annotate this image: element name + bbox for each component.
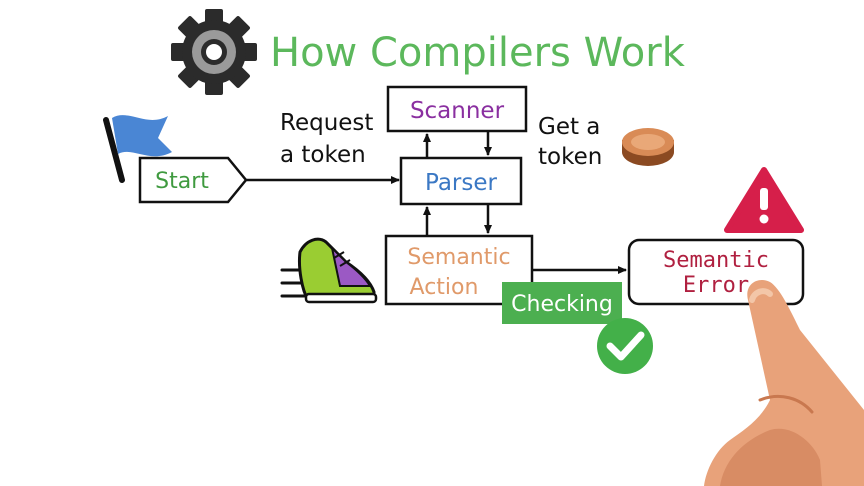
- scanner-label: Scanner: [410, 98, 505, 124]
- parser-label: Parser: [425, 170, 498, 196]
- semantic-action-label-line1: Semantic: [407, 245, 510, 270]
- checking-badge: Checking: [502, 282, 622, 324]
- flag-icon: [103, 115, 172, 183]
- coin-icon: [622, 128, 674, 166]
- warning-icon: [724, 167, 804, 233]
- scanner-node: Scanner: [386, 85, 528, 133]
- start-label: Start: [155, 169, 209, 194]
- sneaker-icon: [280, 237, 378, 304]
- parser-node: Parser: [399, 156, 523, 206]
- page-title: How Compilers Work: [270, 30, 686, 76]
- start-node: Start: [138, 156, 248, 204]
- checking-label: Checking: [511, 292, 613, 317]
- semantic-error-label-line2: Error: [683, 273, 749, 298]
- pointing-finger: [704, 280, 864, 486]
- get-token-label-line1: Get a: [538, 114, 600, 140]
- semantic-action-label-line2: Action: [410, 275, 479, 300]
- request-token-label-line1: Request: [280, 110, 373, 136]
- semantic-error-label-line1: Semantic: [663, 248, 769, 273]
- checkmark-icon: [597, 318, 653, 374]
- request-token-label-line2: a token: [280, 142, 366, 168]
- get-token-label-line2: token: [538, 144, 602, 170]
- gear-icon: [171, 9, 257, 95]
